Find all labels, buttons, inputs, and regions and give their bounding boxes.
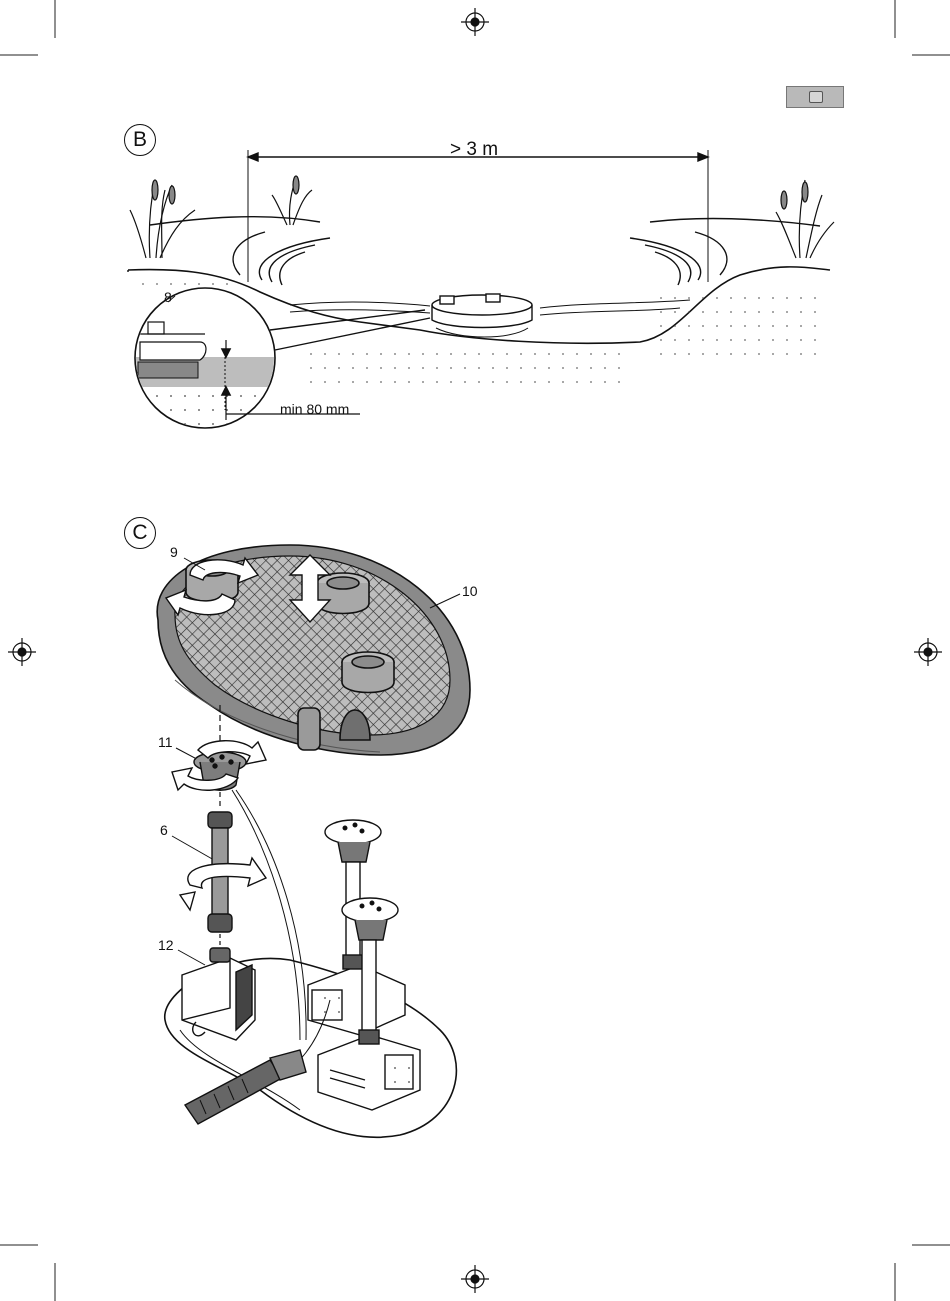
section-c-letter: C [132, 521, 147, 545]
depth-label: min 80 mm [280, 402, 349, 416]
registration-mark-icon [461, 8, 489, 36]
callout-10: 10 [462, 584, 478, 598]
registration-mark-icon [8, 638, 36, 666]
callout-11: 11 [158, 735, 173, 749]
callout-12: 12 [158, 938, 174, 952]
registration-mark-icon [461, 1265, 489, 1293]
section-b-letter: B [133, 128, 147, 152]
reed-plant-icon [776, 180, 834, 258]
callout-9: 9 [170, 545, 178, 559]
section-c-marker: C [124, 517, 156, 549]
distance-label: > 3 m [450, 140, 498, 159]
language-tab [786, 86, 844, 108]
reed-plant-icon [130, 180, 195, 258]
section-b-marker: B [124, 124, 156, 156]
callout-8: 8 [164, 290, 172, 304]
callout-6: 6 [160, 823, 168, 837]
registration-mark-icon [914, 638, 942, 666]
flag-placeholder-icon [809, 91, 823, 103]
